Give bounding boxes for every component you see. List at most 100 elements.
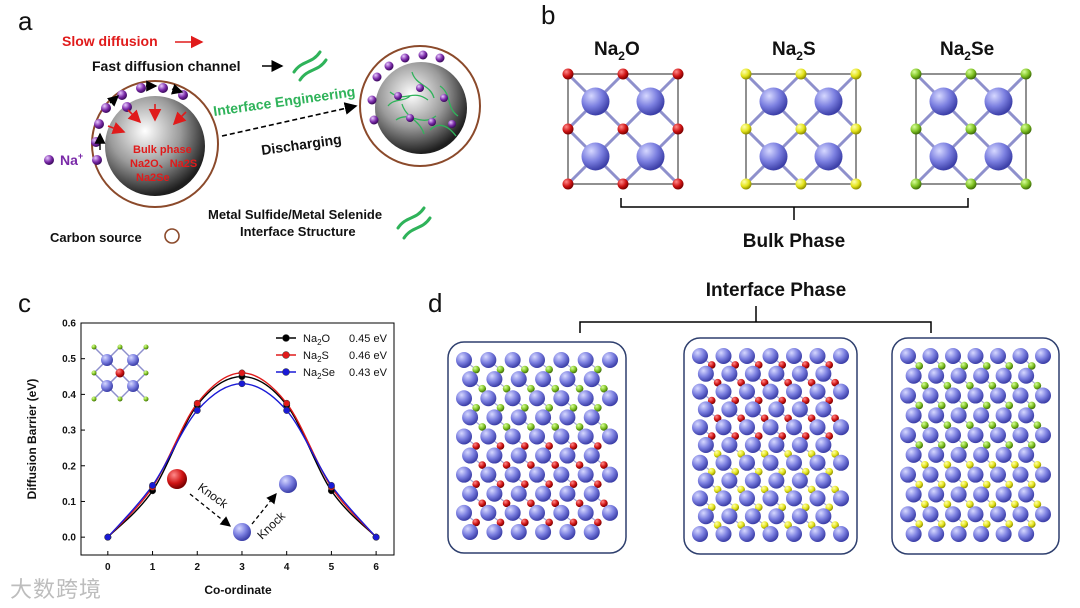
anion-atom — [1005, 520, 1014, 528]
sodium-atom — [900, 387, 916, 404]
sodium-atom — [529, 352, 545, 368]
sodium-atom — [715, 490, 732, 507]
sodium-atom — [486, 524, 503, 540]
sodium-atom — [1012, 348, 1029, 364]
anion-atom — [760, 378, 769, 387]
data-point-na2se — [149, 481, 156, 489]
selenium-atom — [117, 396, 123, 402]
anion-atom — [784, 414, 792, 423]
sodium-atom — [814, 87, 843, 116]
sodium-atom — [577, 466, 594, 483]
legend-swatch-marker — [282, 368, 290, 376]
anion-atom — [988, 381, 997, 390]
anion-atom — [982, 401, 991, 410]
anion-atom — [937, 441, 946, 449]
anion-atom — [1011, 500, 1019, 509]
unit-cell-na2o — [562, 68, 684, 190]
anion-atom — [575, 384, 584, 393]
selenium-atom — [910, 123, 922, 135]
sulfur-atom — [850, 68, 862, 80]
sodium-atom — [905, 486, 922, 503]
sulfur-atom — [740, 178, 752, 190]
sodium-atom — [504, 390, 521, 407]
fast-channel-text: Fast diffusion channel — [92, 58, 241, 74]
sodium-atom — [744, 401, 761, 418]
discharging-arrow — [221, 102, 358, 137]
sodium-atom — [990, 427, 1006, 444]
anion-atom — [521, 480, 529, 489]
sodium-atom — [462, 409, 479, 426]
sodium-atom — [768, 472, 785, 489]
anion-atom — [737, 378, 745, 387]
sodium-atom — [692, 383, 708, 400]
phase-title-na2s: Na2S — [772, 39, 816, 63]
sodium-atom — [462, 485, 479, 502]
panel-d-label: d — [428, 288, 442, 318]
sodium-atom — [833, 490, 849, 507]
sodium-atom — [480, 352, 497, 368]
anion-atom — [1033, 500, 1042, 509]
anion-atom — [921, 460, 929, 469]
sodium-atom — [510, 409, 527, 426]
sodium-atom — [791, 365, 808, 382]
sodium-atom — [510, 371, 527, 388]
x-tick-label: 6 — [373, 562, 379, 573]
sodium-atom — [456, 428, 472, 445]
anion-atom — [1011, 421, 1019, 430]
sodium-atom — [950, 367, 967, 384]
sodium-atom — [1035, 506, 1051, 523]
sodium-atom — [577, 352, 594, 368]
anion-atom — [960, 441, 969, 449]
fast-channel-green-icon — [292, 50, 328, 82]
anion-atom — [521, 518, 529, 527]
sodium-atom — [900, 427, 916, 444]
sodium-atom — [697, 365, 714, 382]
anion-atom — [966, 421, 974, 430]
anion-atom — [915, 480, 924, 489]
sodium-atom — [905, 446, 922, 463]
selenium-atom — [143, 344, 149, 350]
sodium-atom — [486, 485, 503, 502]
anion-atom — [707, 467, 716, 476]
sodium-atom — [762, 526, 779, 542]
oxygen-atom — [617, 178, 629, 190]
legend-value: 0.45 eV — [349, 333, 388, 345]
anion-atom — [825, 467, 834, 476]
sodium-atom — [900, 466, 916, 483]
sodium-atom — [833, 419, 849, 436]
anion-atom — [594, 442, 602, 450]
anion-atom — [921, 381, 929, 390]
panel-a-label: a — [18, 6, 33, 36]
sodium-atom — [456, 466, 472, 483]
anion-atom — [1011, 381, 1019, 390]
sodium-atom — [809, 419, 826, 436]
sodium-atom — [504, 466, 521, 483]
anion-atom — [527, 499, 535, 508]
sodium-atom — [809, 348, 826, 364]
selenium-atom — [117, 344, 123, 350]
anion-atom — [478, 423, 487, 431]
sodium-atom — [697, 401, 714, 418]
sodium-atom — [504, 428, 521, 445]
anion-atom — [825, 361, 834, 369]
sodium-atom — [1018, 367, 1035, 384]
chart-series — [104, 369, 380, 541]
oxygen-atom — [672, 68, 684, 80]
anion-atom — [707, 396, 716, 405]
anion-atom — [569, 365, 578, 374]
anion-atom — [937, 480, 946, 489]
sodium-atom — [950, 446, 967, 463]
anion-atom — [1005, 401, 1014, 410]
anion-atom — [502, 461, 511, 469]
anion-atom — [496, 518, 505, 527]
anion-atom — [502, 499, 511, 508]
x-tick-label: 4 — [284, 562, 290, 573]
sodium-atom — [715, 419, 732, 436]
anion-atom — [778, 361, 787, 369]
anion-atom — [731, 467, 740, 476]
data-point-na2se — [283, 406, 291, 414]
selenium-atom — [1020, 178, 1032, 190]
sodium-atom — [583, 409, 600, 426]
sodium-atom — [945, 506, 961, 523]
selenium-atom — [965, 68, 977, 80]
